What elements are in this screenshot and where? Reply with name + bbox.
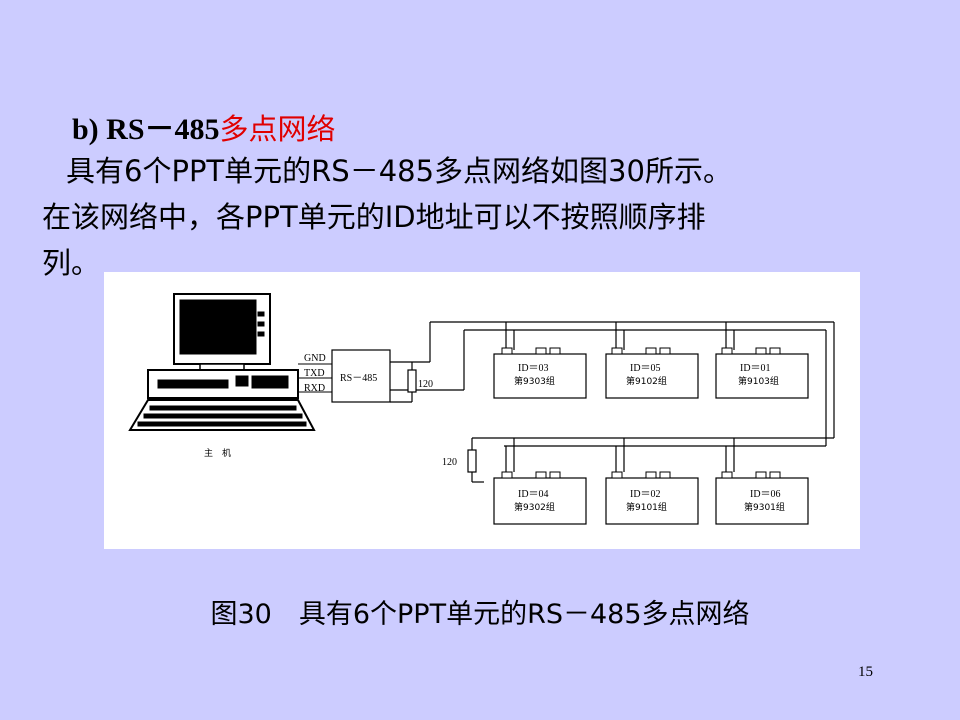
ppt-unit: ID＝02 第9101组: [605, 471, 699, 525]
signal-gnd-label: GND: [304, 353, 326, 364]
unit-group: 第9303组: [514, 375, 555, 387]
host-computer-icon: [128, 293, 316, 431]
paragraph-line-3: 列。: [42, 246, 101, 280]
unit-id: ID＝01: [740, 363, 771, 374]
unit-group: 第9103组: [738, 375, 779, 387]
unit-group: 第9302组: [514, 501, 555, 513]
ppt-unit: ID＝03 第9303组: [493, 347, 587, 399]
ppt-unit: ID＝06 第9301组: [715, 471, 809, 525]
signal-txd-label: TXD: [304, 368, 325, 379]
paragraph-line-2: 在该网络中，各PPT单元的ID地址可以不按照顺序排: [42, 200, 706, 234]
network-diagram: 主 机 GND TXD RXD RS－485: [104, 272, 860, 549]
page-number: 15: [858, 664, 873, 680]
heading-accent: 多点网络: [219, 112, 336, 146]
converter-label: RS－485: [340, 373, 377, 384]
terminator-resistor-bottom: [467, 449, 477, 473]
section-heading: b) RS－485多点网络: [72, 104, 336, 148]
figure-caption: 图30 具有6个PPT单元的RS－485多点网络: [210, 599, 750, 630]
unit-group: 第9102组: [626, 375, 667, 387]
bus-wiring: [390, 321, 835, 483]
signal-rxd-label: RXD: [304, 383, 325, 394]
network-diagram-svg: 主 机 GND TXD RXD RS－485: [128, 293, 835, 525]
unit-group: 第9301组: [744, 501, 785, 513]
unit-id: ID＝04: [518, 489, 549, 500]
unit-id: ID＝05: [630, 363, 661, 374]
terminator-bottom-label: 120: [442, 457, 457, 468]
ppt-unit: ID＝05 第9102组: [605, 347, 699, 399]
ppt-unit: ID＝04 第9302组: [493, 471, 587, 525]
unit-id: ID＝02: [630, 489, 661, 500]
body-paragraph: 具有6个PPT单元的RS－485多点网络如图30所示。 在该网络中，各PPT单元…: [42, 148, 942, 286]
unit-group: 第9101组: [626, 501, 667, 513]
rs485-converter-box: [331, 349, 391, 403]
paragraph-line-1: 具有6个PPT单元的RS－485多点网络如图30所示。: [66, 154, 732, 188]
terminator-resistor-top: [407, 369, 417, 393]
host-label: 主 机: [204, 447, 231, 459]
ppt-unit: ID＝01 第9103组: [715, 347, 809, 399]
terminator-top-label: 120: [418, 379, 433, 390]
unit-id: ID＝06: [750, 489, 781, 500]
heading-prefix: b) RS－485: [72, 113, 220, 146]
unit-id: ID＝03: [518, 363, 549, 374]
